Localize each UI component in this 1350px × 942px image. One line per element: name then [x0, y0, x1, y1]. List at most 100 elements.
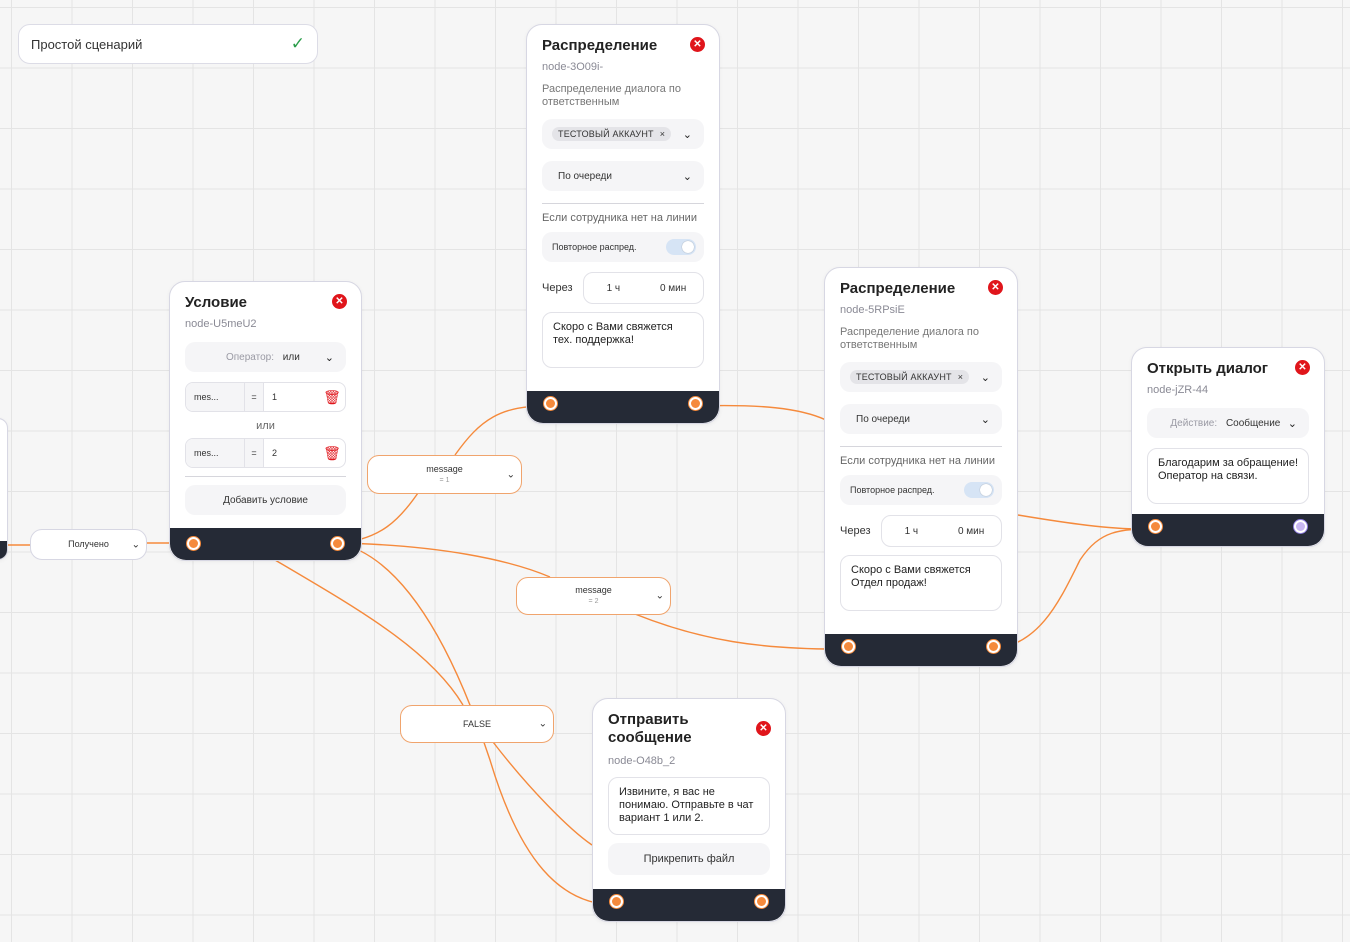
- input-port[interactable]: [187, 537, 200, 550]
- node-description: Распределение диалога по ответственным: [542, 83, 681, 108]
- close-icon[interactable]: ×: [957, 372, 964, 382]
- node-id: node-O48b_2: [608, 755, 676, 767]
- condition-row[interactable]: mes... = 2 🗑: [185, 438, 346, 468]
- node-footer: [0, 541, 7, 559]
- delay-hours[interactable]: 1 ч: [904, 525, 919, 537]
- edge-label-message-2[interactable]: message = 2 ⌄: [516, 577, 671, 615]
- condition-operator[interactable]: =: [244, 383, 264, 411]
- close-icon[interactable]: ×: [659, 129, 666, 139]
- delay-label: Через: [840, 525, 871, 537]
- trash-icon[interactable]: 🗑: [323, 444, 341, 461]
- account-select[interactable]: ТЕСТОВЫЙ АККАУНТ × ⌄: [840, 362, 1002, 392]
- delay-label: Через: [542, 282, 573, 294]
- condition-value[interactable]: 1: [272, 392, 278, 402]
- account-chip[interactable]: ТЕСТОВЫЙ АККАУНТ ×: [850, 370, 970, 384]
- chevron-down-icon: ⌄: [506, 469, 515, 480]
- edge-dist2-open-top: [1017, 514, 1136, 530]
- check-icon[interactable]: ✓: [290, 34, 305, 53]
- operator-label: Оператор:: [225, 351, 274, 363]
- chevron-down-icon: ⌄: [324, 351, 334, 364]
- edge-label-text: FALSE: [462, 718, 491, 729]
- send-message-node[interactable]: Отправить сообщение ✕ node-O48b_2 Извини…: [592, 698, 786, 922]
- redistribute-toggle-row[interactable]: Повторное распред.: [840, 475, 1002, 505]
- delay-minutes[interactable]: 0 мин: [659, 282, 687, 294]
- edge-label-sub: = 2: [588, 598, 599, 605]
- scenario-name: Простой сценарий: [31, 36, 143, 52]
- output-port[interactable]: [1294, 520, 1307, 533]
- edge-label-text: message: [575, 585, 612, 595]
- delay-minutes[interactable]: 0 мин: [957, 525, 985, 537]
- edge-label-text: message: [426, 463, 463, 474]
- close-icon[interactable]: ✕: [690, 37, 705, 52]
- delay-hours[interactable]: 1 ч: [606, 282, 621, 294]
- chevron-down-icon: ⌄: [655, 590, 664, 602]
- operator-value: или: [282, 351, 300, 363]
- node-id: node-U5meU2: [185, 318, 257, 330]
- or-label: или: [256, 420, 275, 432]
- close-icon[interactable]: ✕: [988, 280, 1003, 295]
- message-textarea[interactable]: Извините, я вас не понимаю. Отправьте в …: [608, 777, 770, 835]
- action-select[interactable]: Действие: Сообщение ⌄: [1147, 408, 1309, 438]
- redistribute-toggle[interactable]: [964, 482, 994, 498]
- redistribute-toggle[interactable]: [666, 239, 696, 255]
- mode-value: По очереди: [558, 170, 612, 182]
- action-label: Действие:: [1170, 417, 1218, 429]
- offline-label: Если сотрудника нет на линии: [840, 455, 995, 467]
- edge-label-text: Получено: [68, 539, 109, 549]
- redistribute-toggle-row[interactable]: Повторное распред.: [542, 232, 704, 262]
- output-port[interactable]: [755, 895, 768, 908]
- delay-input[interactable]: 1 ч 0 мин: [582, 272, 704, 304]
- input-port[interactable]: [610, 895, 623, 908]
- message-textarea[interactable]: Благодарим за обращение! Оператор на свя…: [1147, 448, 1309, 504]
- input-port[interactable]: [1149, 520, 1162, 533]
- delay-input[interactable]: 1 ч 0 мин: [880, 515, 1002, 547]
- message-textarea[interactable]: Скоро с Вами свяжется тех. поддержка!: [542, 312, 704, 368]
- account-chip-label: ТЕСТОВЫЙ АККАУНТ: [856, 372, 952, 382]
- message-textarea[interactable]: Скоро с Вами свяжется Отдел продаж!: [840, 555, 1002, 611]
- node-footer: [825, 634, 1017, 666]
- chevron-down-icon: ⌄: [131, 539, 140, 550]
- condition-node[interactable]: Условие ✕ node-U5meU2 Оператор: или ⌄ me…: [169, 281, 362, 561]
- close-icon[interactable]: ✕: [332, 294, 347, 309]
- edge-false-send: [492, 741, 593, 846]
- delay-row: Через 1 ч 0 мин: [840, 515, 1002, 547]
- condition-field[interactable]: mes...: [186, 439, 244, 467]
- input-port[interactable]: [544, 397, 557, 410]
- add-condition-button[interactable]: Добавить условие: [185, 485, 346, 515]
- close-icon[interactable]: ✕: [1295, 360, 1310, 375]
- node-title: Распределение: [840, 280, 956, 297]
- scenario-name-field[interactable]: Простой сценарий ✓: [18, 24, 318, 64]
- condition-operator[interactable]: =: [244, 439, 264, 467]
- attach-file-button[interactable]: Прикрепить файл: [608, 843, 770, 875]
- open-dialog-node[interactable]: Открыть диалог ✕ node-jZR-44 Действие: С…: [1131, 347, 1325, 547]
- node-footer: [593, 889, 785, 921]
- edge-label-message-1[interactable]: message = 1 ⌄: [367, 455, 522, 494]
- divider: [840, 446, 1002, 447]
- node-footer: [1132, 514, 1324, 546]
- chevron-down-icon: ⌄: [538, 718, 547, 730]
- account-select[interactable]: ТЕСТОВЫЙ АККАУНТ × ⌄: [542, 119, 704, 149]
- action-value: Сообщение: [1225, 417, 1281, 429]
- distribution-node[interactable]: Распределение ✕ node-3O09i- Распределени…: [526, 24, 720, 424]
- mode-select[interactable]: По очереди ⌄: [840, 404, 1002, 434]
- output-port[interactable]: [987, 640, 1000, 653]
- edge-label-received[interactable]: Получено ⌄: [30, 529, 147, 560]
- chevron-down-icon: ⌄: [682, 128, 692, 141]
- condition-value[interactable]: 2: [272, 448, 278, 458]
- distribution-node[interactable]: Распределение ✕ node-5RPsiE Распределени…: [824, 267, 1018, 667]
- offline-label: Если сотрудника нет на линии: [542, 212, 697, 224]
- condition-field[interactable]: mes...: [186, 383, 244, 411]
- output-port[interactable]: [331, 537, 344, 550]
- chevron-down-icon: ⌄: [980, 371, 990, 384]
- account-chip[interactable]: ТЕСТОВЫЙ АККАУНТ ×: [552, 127, 672, 141]
- edge-label-false[interactable]: FALSE ⌄: [400, 705, 554, 743]
- close-icon[interactable]: ✕: [756, 721, 771, 736]
- condition-row[interactable]: mes... = 1 🗑: [185, 382, 346, 412]
- output-port[interactable]: [689, 397, 702, 410]
- trash-icon[interactable]: 🗑: [323, 388, 341, 405]
- operator-select[interactable]: Оператор: или ⌄: [185, 342, 346, 372]
- input-port[interactable]: [842, 640, 855, 653]
- node-title: Открыть диалог: [1147, 360, 1269, 377]
- mode-select[interactable]: По очереди ⌄: [542, 161, 704, 191]
- delay-row: Через 1 ч 0 мин: [542, 272, 704, 304]
